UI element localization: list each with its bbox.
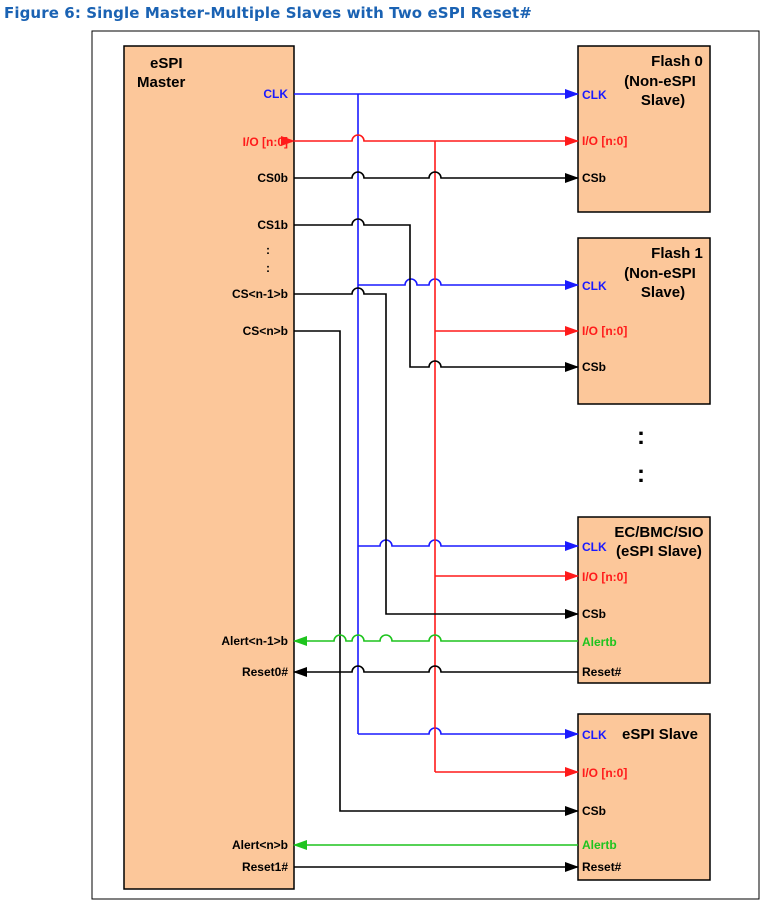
ec-pin-alert: Alertb bbox=[582, 635, 617, 649]
master-title-line2: Master bbox=[137, 74, 186, 91]
flash0-title2: (Non-eSPI bbox=[624, 73, 696, 90]
master-pin-csn: CS<n>b bbox=[243, 324, 288, 338]
master-pin-cs1: CS1b bbox=[257, 218, 288, 232]
master-pin-clk: CLK bbox=[263, 87, 288, 101]
flash0-box bbox=[577, 45, 711, 213]
flash1-box bbox=[577, 237, 711, 405]
espi-slave-pin-reset: Reset# bbox=[582, 860, 622, 874]
flash0-pin-io: I/O [n:0] bbox=[582, 134, 627, 148]
master-pin-io: I/O [n:0] bbox=[243, 135, 288, 149]
figure-caption: Figure 6: Single Master-Multiple Slaves … bbox=[4, 4, 532, 22]
ec-slave-labels: EC/BMC/SIO (eSPI Slave) CLK I/O [n:0] CS… bbox=[582, 524, 704, 679]
master-pin-reset1: Reset1# bbox=[242, 860, 288, 874]
espi-slave-box bbox=[577, 713, 711, 881]
flash0-title1: Flash 0 bbox=[651, 53, 703, 70]
slave-ellipsis-1: : bbox=[637, 423, 645, 450]
flash1-title2: (Non-eSPI bbox=[624, 265, 696, 282]
ec-pin-io: I/O [n:0] bbox=[582, 570, 627, 584]
alert-wires bbox=[293, 634, 578, 850]
ec-pin-reset: Reset# bbox=[582, 665, 622, 679]
flash1-labels: Flash 1 (Non-eSPI Slave) CLK I/O [n:0] C… bbox=[582, 245, 703, 374]
slave-ellipsis-2: : bbox=[637, 461, 645, 488]
master-pin-csn1: CS<n-1>b bbox=[232, 287, 288, 301]
master-pin-alertn1: Alert<n-1>b bbox=[221, 634, 288, 648]
io-wires bbox=[281, 134, 579, 777]
master-pin-alertn: Alert<n>b bbox=[232, 838, 288, 852]
ec-slave-box bbox=[577, 516, 711, 684]
espi-slave-pin-cs: CSb bbox=[582, 804, 606, 818]
flash1-pin-cs: CSb bbox=[582, 360, 606, 374]
flash0-pin-cs: CSb bbox=[582, 171, 606, 185]
espi-slave-pin-clk: CLK bbox=[582, 728, 607, 742]
espi-master-box bbox=[123, 45, 295, 890]
ec-title1: EC/BMC/SIO bbox=[614, 524, 704, 541]
flash1-title1: Flash 1 bbox=[651, 245, 703, 262]
flash1-pin-clk: CLK bbox=[582, 279, 607, 293]
clk-wires bbox=[294, 89, 579, 739]
master-pin-dots1: : bbox=[266, 243, 270, 257]
espi-slave-pin-alert: Alertb bbox=[582, 838, 617, 852]
flash0-labels: Flash 0 (Non-eSPI Slave) CLK I/O [n:0] C… bbox=[582, 53, 703, 185]
ec-pin-clk: CLK bbox=[582, 540, 607, 554]
master-title-line1: eSPI bbox=[150, 55, 183, 72]
espi-slave-title: eSPI Slave bbox=[622, 726, 698, 743]
flash0-pin-clk: CLK bbox=[582, 88, 607, 102]
espi-slave-pin-io: I/O [n:0] bbox=[582, 766, 627, 780]
master-pin-dots2: : bbox=[266, 261, 270, 275]
master-pin-reset0: Reset0# bbox=[242, 665, 288, 679]
flash1-title3: Slave) bbox=[641, 284, 685, 301]
diagram-frame bbox=[91, 30, 760, 900]
flash0-title3: Slave) bbox=[641, 92, 685, 109]
master-pin-cs0: CS0b bbox=[257, 171, 288, 185]
cs-reset-wires bbox=[293, 171, 579, 872]
espi-slave-labels: eSPI Slave CLK I/O [n:0] CSb Alertb Rese… bbox=[582, 726, 698, 874]
ec-pin-cs: CSb bbox=[582, 607, 606, 621]
ec-title2: (eSPI Slave) bbox=[616, 543, 702, 560]
flash1-pin-io: I/O [n:0] bbox=[582, 324, 627, 338]
